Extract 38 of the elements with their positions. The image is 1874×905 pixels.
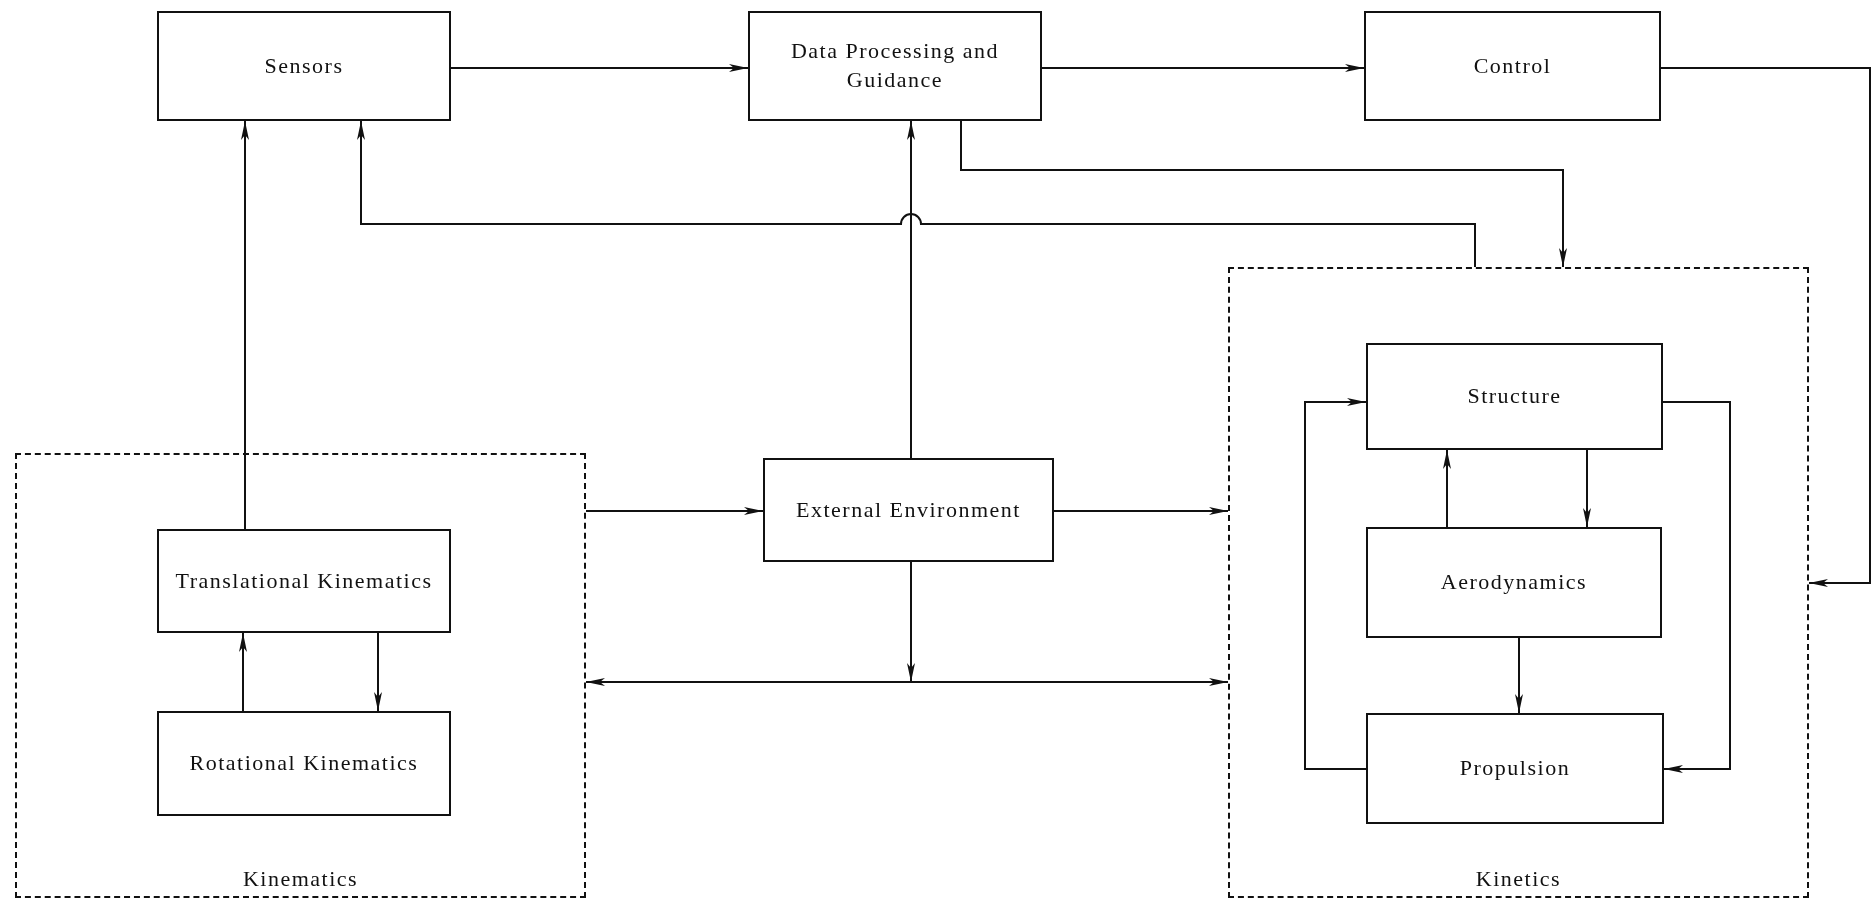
arrow (960, 120, 1567, 268)
group-boundary (1228, 267, 1809, 898)
node-label: External Environment (796, 495, 1021, 524)
process-box (1366, 527, 1662, 638)
arrow (374, 632, 382, 712)
process-box (1366, 713, 1664, 824)
node-label: Control (1473, 51, 1552, 80)
group-label: Kinematics (242, 865, 359, 894)
arrow (585, 507, 764, 515)
process-box (157, 11, 451, 121)
arrow (241, 120, 249, 530)
arrow (1304, 398, 1367, 770)
arrow (1662, 401, 1731, 773)
group-label: Kinetics (1475, 865, 1562, 894)
process-box (1364, 11, 1661, 121)
process-box (157, 711, 451, 816)
node-label: Translational Kinematics (175, 566, 433, 595)
node-label: Sensors (264, 51, 344, 80)
node-label: Rotational Kinematics (189, 749, 419, 778)
process-box (157, 529, 451, 633)
process-box (1366, 343, 1663, 450)
arrow (1515, 637, 1523, 714)
process-box (748, 11, 1042, 121)
arrow (1041, 64, 1365, 72)
arrow (1053, 507, 1229, 515)
node-label: Propulsion (1459, 754, 1571, 783)
process-box (763, 458, 1054, 562)
arrow (239, 632, 247, 712)
node-label: Data Processing and Guidance (789, 37, 1001, 94)
group-boundary (15, 453, 586, 898)
node-label: Aerodynamics (1440, 568, 1588, 597)
arrow (1443, 449, 1451, 528)
arrow (1583, 449, 1591, 528)
arrow (907, 120, 915, 459)
node-label: Structure (1467, 382, 1562, 411)
arrow (357, 120, 1476, 268)
arrow (450, 64, 749, 72)
arrow (1660, 67, 1871, 587)
